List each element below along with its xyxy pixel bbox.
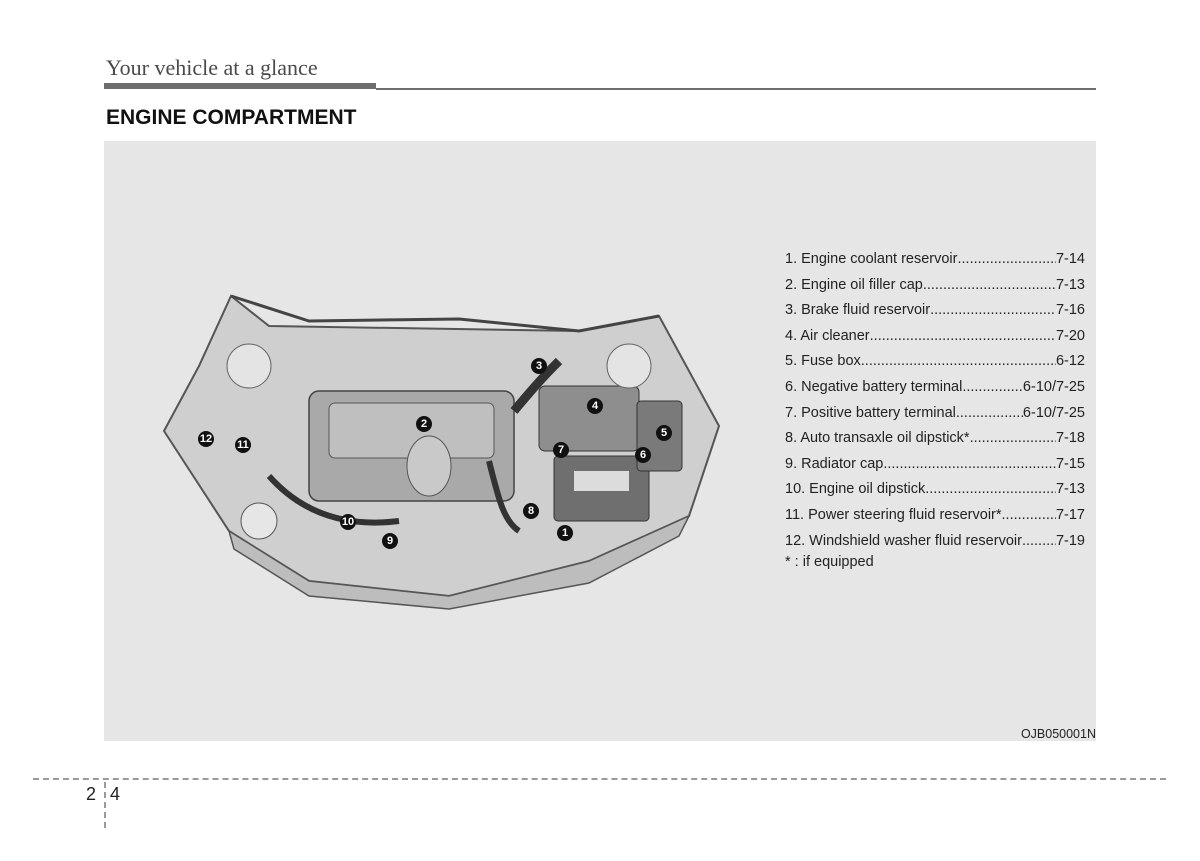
callout-10: 10 [340, 514, 356, 530]
svg-text:1: 1 [562, 527, 568, 539]
legend-item: 11. Power steering fluid reservoir*7-17 [785, 507, 1085, 533]
callout-8: 8 [523, 503, 539, 519]
page-number-divider [104, 782, 106, 828]
callout-12: 12 [198, 431, 214, 447]
svg-text:7: 7 [558, 444, 564, 456]
section-title: Your vehicle at a glance [106, 55, 318, 80]
engine-compartment-illustration: 1 2 3 4 5 6 7 8 9 10 11 12 [162, 294, 721, 610]
svg-text:5: 5 [661, 427, 667, 439]
header-rule-thin [376, 88, 1096, 90]
callout-4: 4 [587, 398, 603, 414]
callout-1: 1 [557, 525, 573, 541]
callout-6: 6 [635, 447, 651, 463]
chapter-number: 2 [86, 784, 97, 804]
legend-item: 9. Radiator cap7-15 [785, 456, 1085, 482]
page-number: 4 [110, 784, 121, 804]
svg-text:3: 3 [536, 360, 542, 372]
header-rule [104, 83, 376, 89]
legend-item: 5. Fuse box6-12 [785, 353, 1085, 379]
legend-item: 3. Brake fluid reservoir7-16 [785, 302, 1085, 328]
legend-item: 7. Positive battery terminal6-10/7-25 [785, 405, 1085, 431]
page-heading: ENGINE COMPARTMENT [106, 106, 357, 129]
callout-11: 11 [235, 437, 251, 453]
callout-7: 7 [553, 442, 569, 458]
svg-text:4: 4 [592, 400, 599, 412]
svg-text:11: 11 [237, 439, 249, 451]
footer-rule [33, 778, 1166, 780]
svg-text:6: 6 [640, 449, 646, 461]
parts-legend: 1. Engine coolant reservoir7-14 2. Engin… [785, 251, 1085, 570]
legend-item: 12. Windshield washer fluid reservoir7-1… [785, 533, 1085, 559]
callout-3: 3 [531, 358, 547, 374]
figure-panel: 1 2 3 4 5 6 7 8 9 10 11 12 1. Engine coo… [104, 141, 1096, 741]
svg-text:12: 12 [200, 433, 212, 445]
svg-text:9: 9 [387, 535, 393, 547]
legend-item: 8. Auto transaxle oil dipstick*7-18 [785, 430, 1085, 456]
legend-item: 10. Engine oil dipstick7-13 [785, 481, 1085, 507]
legend-note: * : if equipped [785, 554, 874, 571]
legend-item: 2. Engine oil filler cap7-13 [785, 277, 1085, 303]
legend-item: 4. Air cleaner7-20 [785, 328, 1085, 354]
callout-2: 2 [416, 416, 432, 432]
callout-9: 9 [382, 533, 398, 549]
figure-code: OJB050001N [1020, 727, 1096, 741]
callout-5: 5 [656, 425, 672, 441]
svg-text:2: 2 [421, 418, 427, 430]
svg-text:10: 10 [342, 516, 354, 528]
legend-item: 1. Engine coolant reservoir7-14 [785, 251, 1085, 277]
legend-item: 6. Negative battery terminal6-10/7-25 [785, 379, 1085, 405]
svg-text:8: 8 [528, 505, 534, 517]
